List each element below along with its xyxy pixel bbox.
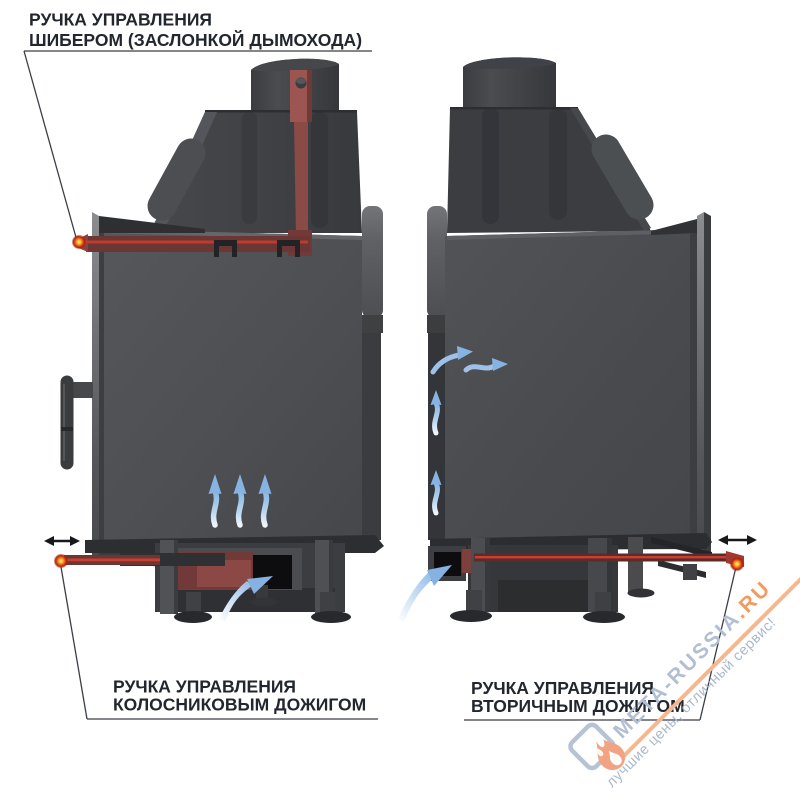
svg-text:РУЧКА УПРАВЛЕНИЯ: РУЧКА УПРАВЛЕНИЯ [113, 676, 296, 696]
svg-text:КОЛОСНИКОВЫМ ДОЖИГОМ: КОЛОСНИКОВЫМ ДОЖИГОМ [113, 695, 366, 715]
svg-text:РУЧКА УПРАВЛЕНИЯ: РУЧКА УПРАВЛЕНИЯ [29, 10, 212, 30]
svg-text:ШИБЕРОМ (ЗАСЛОНКОЙ ДЫМОХОДА): ШИБЕРОМ (ЗАСЛОНКОЙ ДЫМОХОДА) [29, 29, 362, 50]
svg-text:ВТОРИЧНЫМ ДОЖИГОМ: ВТОРИЧНЫМ ДОЖИГОМ [471, 696, 685, 716]
svg-text:РУЧКА УПРАВЛЕНИЯ: РУЧКА УПРАВЛЕНИЯ [471, 678, 654, 698]
svg-text:META-RUSSIA.RU: META-RUSSIA.RU [609, 576, 776, 743]
